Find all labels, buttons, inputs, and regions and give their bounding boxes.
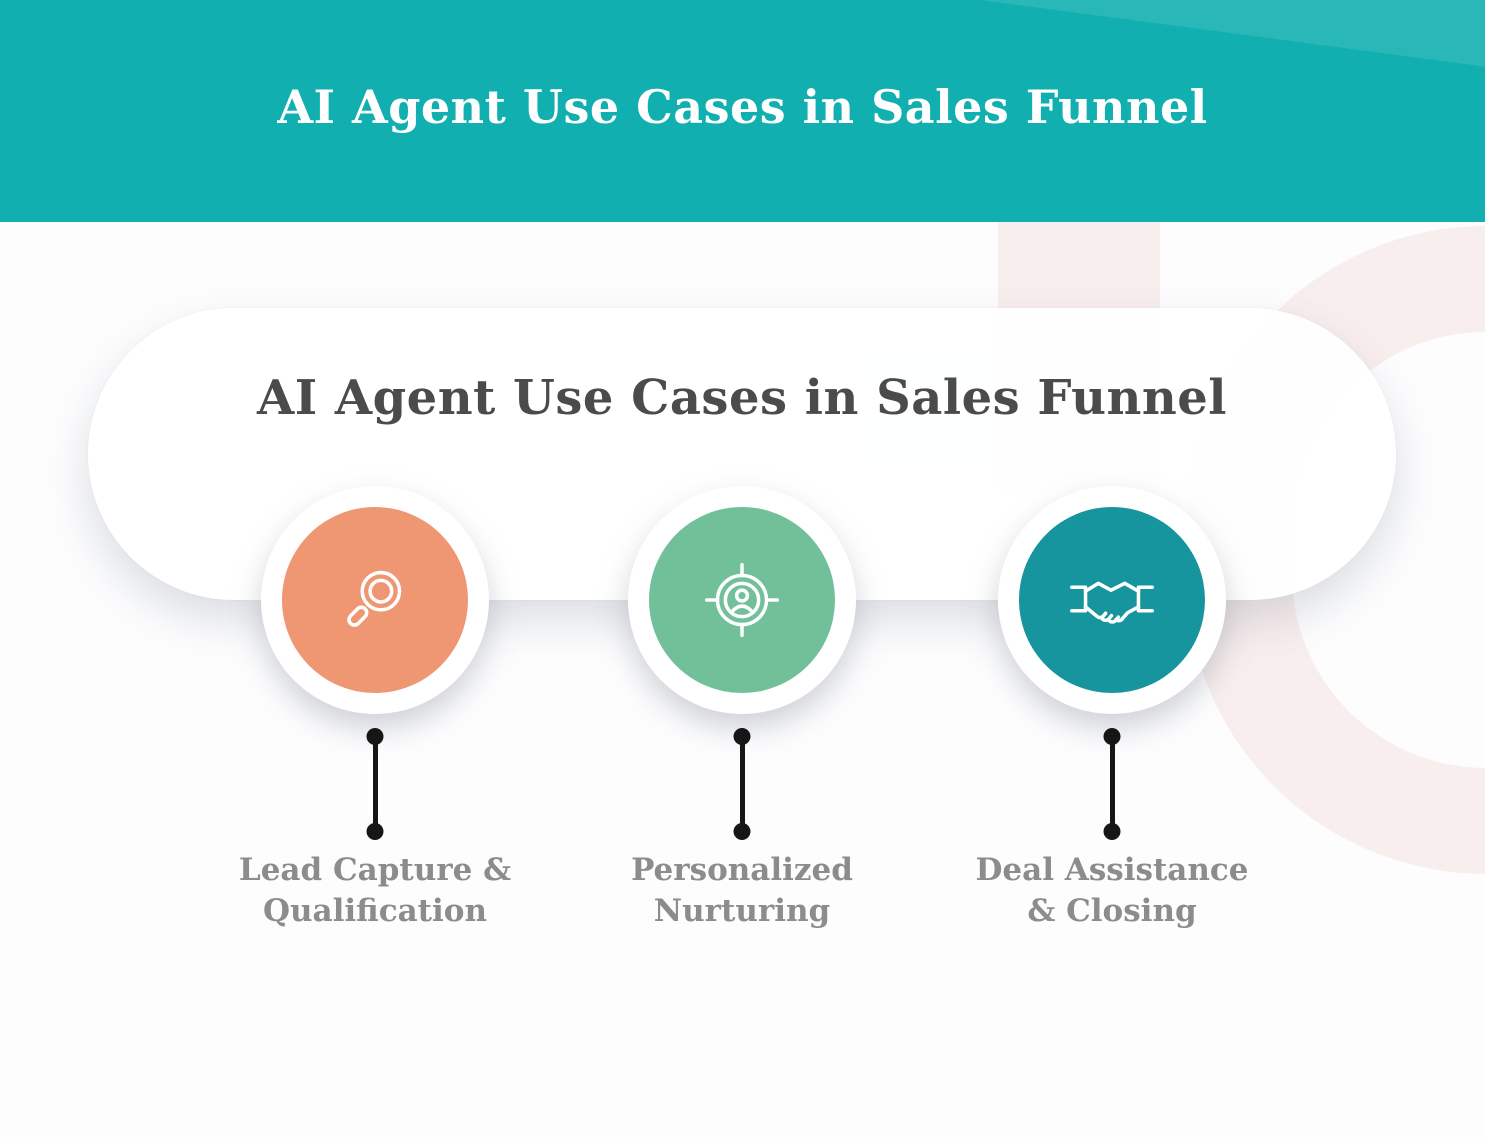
- step-circle-ring: [628, 486, 856, 714]
- handshake-icon: [1070, 581, 1154, 624]
- header-banner: AI Agent Use Cases in Sales Funnel: [0, 0, 1485, 222]
- step-label-lead-capture: Lead Capture & Qualification: [239, 850, 511, 932]
- step-label-line: Qualification: [263, 892, 487, 929]
- step-label-personalized-nurturing: Personalized Nurturing: [631, 850, 853, 932]
- step-circle-ring: [998, 486, 1226, 714]
- card-title: AI Agent Use Cases in Sales Funnel: [256, 370, 1228, 426]
- step-label-line: Personalized: [631, 852, 853, 888]
- step-label-line: & Closing: [1027, 892, 1197, 929]
- step-label-deal-assistance: Deal Assistance & Closing: [976, 850, 1249, 932]
- step-label-line: Lead Capture &: [238, 852, 512, 888]
- step-circle-fill: [1019, 507, 1205, 693]
- connector-line: [1109, 736, 1115, 832]
- banner-title: AI Agent Use Cases in Sales Funnel: [277, 80, 1208, 134]
- connector-line: [739, 736, 745, 832]
- target-user-icon: [704, 562, 780, 638]
- connector-line: [372, 736, 378, 832]
- step-circle-fill: [649, 507, 835, 693]
- step-label-line: Deal Assistance: [975, 852, 1249, 888]
- step-circle-ring: [261, 486, 489, 714]
- step-deal-assistance: Deal Assistance & Closing: [902, 486, 1322, 932]
- step-personalized-nurturing: Personalized Nurturing: [532, 486, 952, 932]
- step-lead-capture: Lead Capture & Qualification: [165, 486, 585, 932]
- step-label-line: Nurturing: [653, 892, 831, 929]
- magnifier-icon: [347, 570, 402, 627]
- step-circle-fill: [282, 507, 468, 693]
